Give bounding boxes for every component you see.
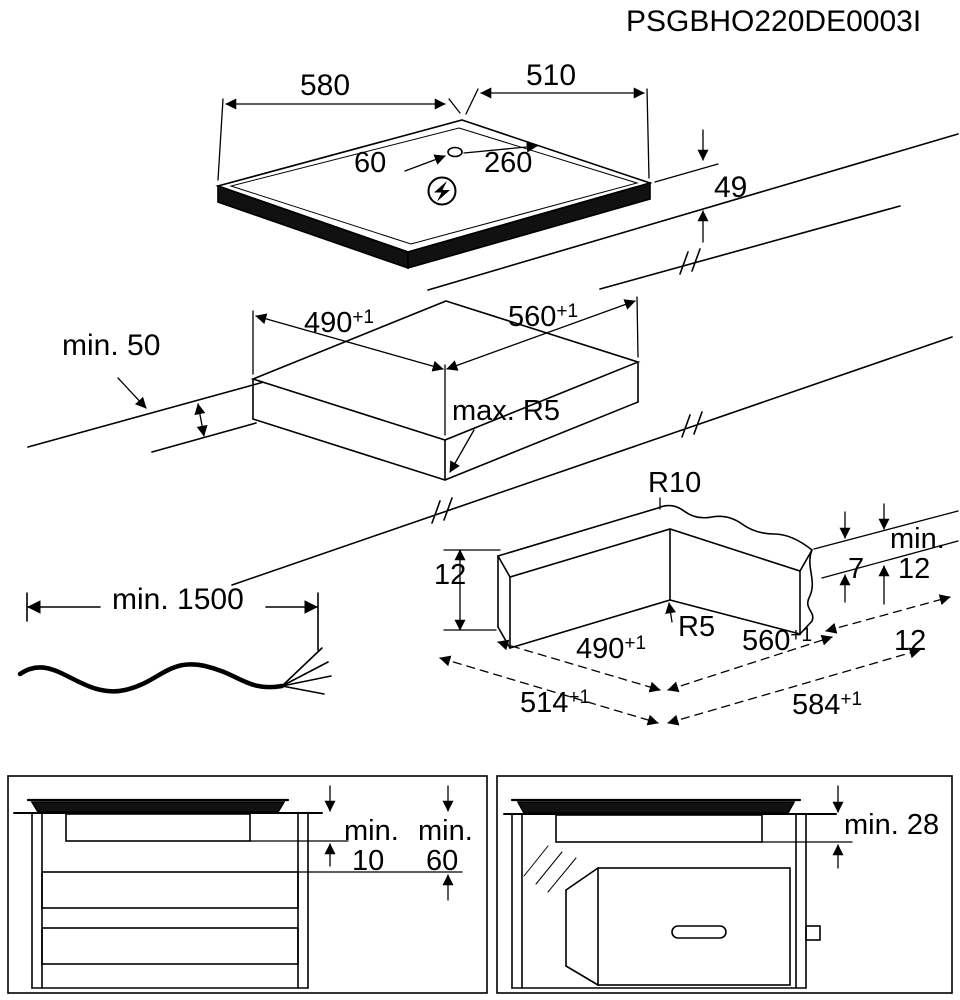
corner-overall-width-dimension: 584+1 <box>792 689 863 721</box>
break-edge <box>799 549 814 635</box>
mains-cable <box>17 662 285 694</box>
drawer-clearance-value: 60 <box>426 845 459 877</box>
cable-hole <box>447 146 463 158</box>
break-mark <box>679 248 701 275</box>
worktop-surface-lines <box>27 133 959 586</box>
corner-cutout-width-tolerance: +1 <box>790 625 813 646</box>
hob-glass-frame <box>229 127 639 245</box>
cutout-corner-radius-dimension: max. R5 <box>452 395 560 427</box>
cable-hole-offset-right-dimension: 260 <box>484 147 533 179</box>
cutout-depth-value: 490 <box>304 307 353 339</box>
ventilation-hatch <box>523 845 577 893</box>
hob-glass-top <box>215 119 653 253</box>
hob-depth-dimension: 510 <box>526 59 577 92</box>
cabinet-knob <box>805 925 821 941</box>
corner-overall-depth-dimension: 514+1 <box>520 687 591 719</box>
oven-handle <box>671 925 727 939</box>
panel-border <box>7 775 488 994</box>
break-mark <box>431 497 453 524</box>
overall-dimension-dashed-lines <box>439 594 951 726</box>
cable-drawing <box>17 592 332 695</box>
worktop-front-edge-segment <box>151 422 257 453</box>
cutout-depth-tolerance: +1 <box>352 307 375 328</box>
hob-casing <box>65 813 251 842</box>
corner-right-clearance-label: min. <box>890 523 945 555</box>
corner-bottom-radius-dimension: R5 <box>678 611 716 643</box>
corner-cutout-width-value: 560 <box>742 625 791 657</box>
corner-cutout-depth-tolerance: +1 <box>624 633 647 654</box>
cable-length-dimension: min. 1500 <box>112 583 244 616</box>
cutout-width-tolerance: +1 <box>556 301 579 322</box>
break-mark <box>681 411 703 438</box>
cutout-dimension-lines <box>117 296 639 473</box>
worktop-corner-top-face <box>496 504 814 578</box>
cable-frayed-end <box>281 647 332 695</box>
oven-clearance-dimension-label: min. 28 <box>844 809 940 841</box>
hob-height-dimension: 49 <box>714 171 748 204</box>
hob-dimension-lines <box>217 87 719 243</box>
corner-overall-depth-value: 514 <box>520 687 569 719</box>
corner-overall-width-tolerance: +1 <box>840 689 863 710</box>
corner-cutout-width-dimension: 560+1 <box>742 625 813 657</box>
power-connection-icon <box>427 176 457 206</box>
drawer-clearance-dimensions <box>249 785 463 901</box>
corner-detail-dimensions <box>439 497 959 726</box>
drawer-gap-min-label: min. <box>344 815 399 847</box>
corner-cutout-depth-value: 490 <box>576 633 625 665</box>
hob-casing <box>555 814 763 843</box>
cutout-width-dimension: 560+1 <box>508 301 579 333</box>
oven-clearance-dimension <box>761 785 853 869</box>
corner-step-height-dimension: 7 <box>848 553 865 585</box>
cutout-depth-dimension: 490+1 <box>304 307 375 339</box>
oven-installation-panel <box>496 775 953 994</box>
corner-right-clearance-value: 12 <box>898 553 931 585</box>
document-code: PSGBHO220DE0003I <box>626 5 922 38</box>
corner-overall-width-value: 584 <box>792 689 841 721</box>
hob-width-dimension: 580 <box>300 69 351 102</box>
drawer-installation-panel <box>7 775 488 994</box>
built-in-oven <box>565 867 791 986</box>
hob-body-right <box>407 181 651 270</box>
hob-isometric-view <box>215 119 653 270</box>
cutout-width-value: 560 <box>508 301 557 333</box>
hob-body-profile <box>30 801 286 813</box>
corner-right-offset-dimension: 12 <box>894 625 927 657</box>
drawer <box>41 871 299 909</box>
corner-overall-depth-tolerance: +1 <box>568 687 591 708</box>
front-clearance-dimension: min. 50 <box>62 329 161 362</box>
drawer <box>41 927 299 965</box>
corner-left-offset-dimension: 12 <box>434 559 467 591</box>
corner-cutout-depth-dimension: 490+1 <box>576 633 647 665</box>
cable-hole-offset-left-dimension: 60 <box>354 147 387 179</box>
hob-body-profile <box>516 801 796 814</box>
corner-top-radius-dimension: R10 <box>648 467 702 499</box>
panel-border <box>496 775 953 994</box>
drawer-gap-value: 10 <box>352 845 385 877</box>
drawer-clearance-min-label: min. <box>418 815 473 847</box>
